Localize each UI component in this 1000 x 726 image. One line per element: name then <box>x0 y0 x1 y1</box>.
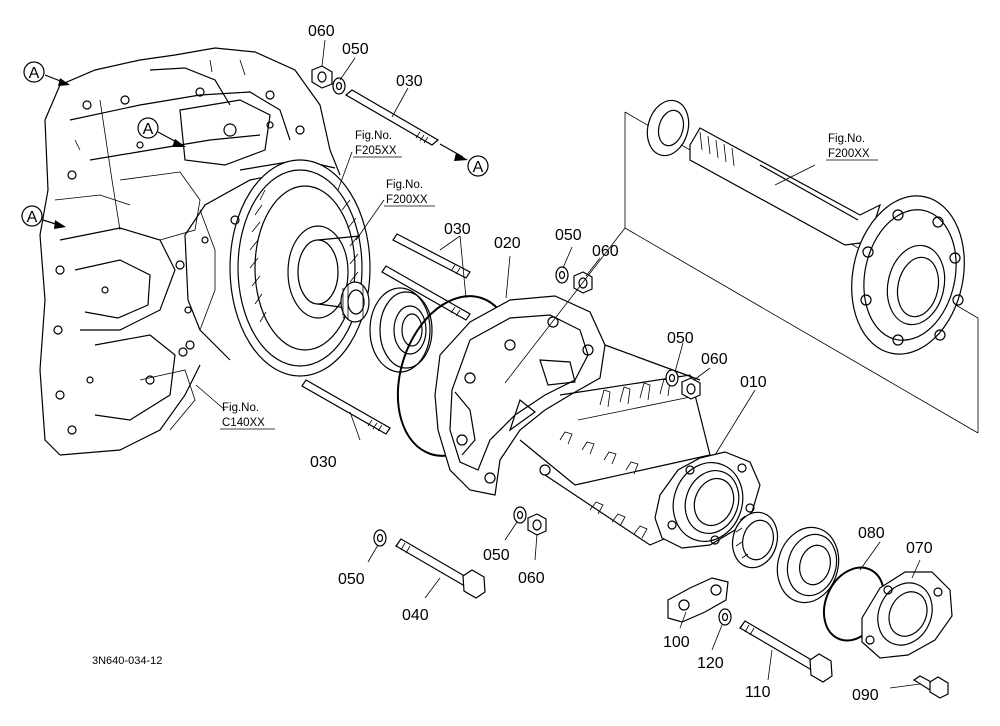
label-050-low2: 050 <box>338 571 365 588</box>
stud-bolt-030-low <box>301 379 391 435</box>
label-040: 040 <box>402 607 429 624</box>
fig-ref-number: C140XX <box>222 417 265 429</box>
label-050-mid: 050 <box>555 227 582 244</box>
label-060-mid: 060 <box>592 243 619 260</box>
washer-050-low <box>513 506 527 524</box>
fig-ref-title: Fig.No. <box>222 402 259 414</box>
label-050-top: 050 <box>342 41 369 58</box>
fig-ref-c140: Fig.No. C140XX <box>220 402 275 430</box>
label-030-mid: 030 <box>444 221 471 238</box>
marker-a-label: A <box>27 209 38 226</box>
nut-060-top <box>311 65 333 89</box>
nut-060-low <box>527 513 547 536</box>
label-020: 020 <box>494 235 521 252</box>
bolt-110 <box>739 620 833 683</box>
bearing-outer <box>776 526 840 604</box>
retainer-070 <box>861 571 953 659</box>
fig-ref-title: Fig.No. <box>386 179 423 191</box>
washer-120 <box>718 608 732 626</box>
fig-ref-title: Fig.No. <box>828 133 865 145</box>
label-010: 010 <box>740 374 767 391</box>
fig-ref-f205: Fig.No. F205XX <box>353 130 402 158</box>
oil-seal <box>731 511 779 569</box>
marker-a-label: A <box>143 121 154 138</box>
fig-ref-number: F200XX <box>828 148 870 160</box>
label-070: 070 <box>906 540 933 557</box>
bracket-100 <box>667 577 729 623</box>
axle-housing-010 <box>434 295 761 549</box>
fig-ref-number: F200XX <box>386 194 428 206</box>
label-120: 120 <box>697 655 724 672</box>
label-030-low: 030 <box>310 454 337 471</box>
nut-060-right <box>681 377 701 400</box>
axle-seal <box>646 99 690 157</box>
label-090: 090 <box>852 687 879 704</box>
stud-bolt-030-mid-upper <box>392 233 471 279</box>
bolt-040 <box>395 538 486 599</box>
fig-ref-number: F205XX <box>355 145 397 157</box>
label-080: 080 <box>858 525 885 542</box>
label-060-top: 060 <box>308 23 335 40</box>
label-050-low1: 050 <box>483 547 510 564</box>
section-marker-a-middle: A <box>137 117 186 147</box>
label-050-right: 050 <box>667 330 694 347</box>
label-060-low: 060 <box>518 570 545 587</box>
part-number-labels: 060 050 030 030 020 050 060 050 060 010 … <box>308 23 933 704</box>
label-110: 110 <box>745 684 771 701</box>
leader-lines <box>195 39 921 689</box>
marker-a-label: A <box>29 65 40 82</box>
washer-050-bolt <box>373 529 387 547</box>
fig-ref-title: Fig.No. <box>355 130 392 142</box>
label-100: 100 <box>663 634 690 651</box>
fig-ref-f200-left: Fig.No. F200XX <box>384 179 435 207</box>
bolt-090 <box>912 675 949 699</box>
label-060-right: 060 <box>701 351 728 368</box>
section-marker-a-top: A <box>23 61 70 86</box>
washer-050-mid <box>555 266 569 284</box>
washer-050-right <box>665 369 679 387</box>
bearing-inner <box>369 287 433 373</box>
stud-bolt-030-mid-lower <box>381 265 471 321</box>
label-030-top: 030 <box>396 73 423 90</box>
section-marker-a-right: A <box>467 155 489 177</box>
marker-a-label: A <box>473 159 484 176</box>
fig-ref-f200-right: Fig.No. F200XX <box>826 133 878 161</box>
section-marker-a-left: A <box>21 205 66 229</box>
stud-bolt-030-top <box>344 89 468 161</box>
washer-050-top <box>332 77 346 95</box>
brake-gear-assembly <box>178 159 371 377</box>
axle-flange <box>851 195 965 355</box>
axle-shaft-detail <box>504 99 979 434</box>
drawing-code: 3N640-034-12 <box>92 655 162 667</box>
